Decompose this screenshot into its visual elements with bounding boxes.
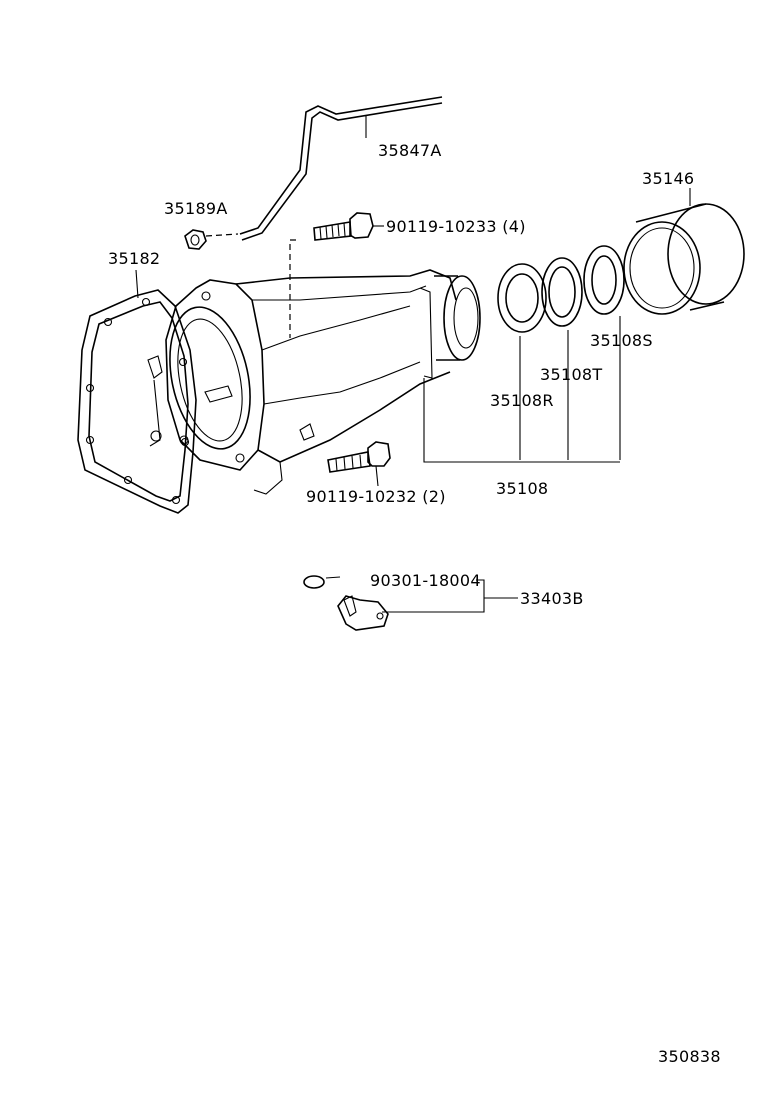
label-35847A: 35847A xyxy=(378,141,442,160)
oil-seal-35108S xyxy=(583,245,625,460)
label-35108R: 35108R xyxy=(490,391,554,410)
label-35189A: 35189A xyxy=(164,199,228,218)
speedometer-sleeve xyxy=(337,579,518,631)
label-35146: 35146 xyxy=(642,169,694,188)
breather-tube xyxy=(239,96,443,241)
bracket-35108 xyxy=(423,378,620,463)
dust-cover-35146 xyxy=(623,188,745,315)
label-35108S: 35108S xyxy=(590,331,653,350)
label-90119-10232: 90119-10232 (2) xyxy=(306,487,446,506)
extension-housing xyxy=(147,269,481,495)
o-ring xyxy=(303,575,341,589)
diagram-code: 350838 xyxy=(658,1047,721,1066)
nut xyxy=(184,229,239,250)
gasket xyxy=(77,269,197,514)
bolt-lower xyxy=(327,441,391,487)
label-35108T: 35108T xyxy=(540,365,602,384)
oil-seal-35108T xyxy=(541,257,583,460)
label-90301-18004: 90301-18004 xyxy=(370,571,481,590)
label-33403B: 33403B xyxy=(520,589,584,608)
label-35182: 35182 xyxy=(108,249,160,268)
oil-seal-35108R xyxy=(497,263,547,460)
label-90119-10233: 90119-10233 (4) xyxy=(386,217,526,236)
label-35108: 35108 xyxy=(496,479,548,498)
bolt-upper xyxy=(289,212,384,338)
